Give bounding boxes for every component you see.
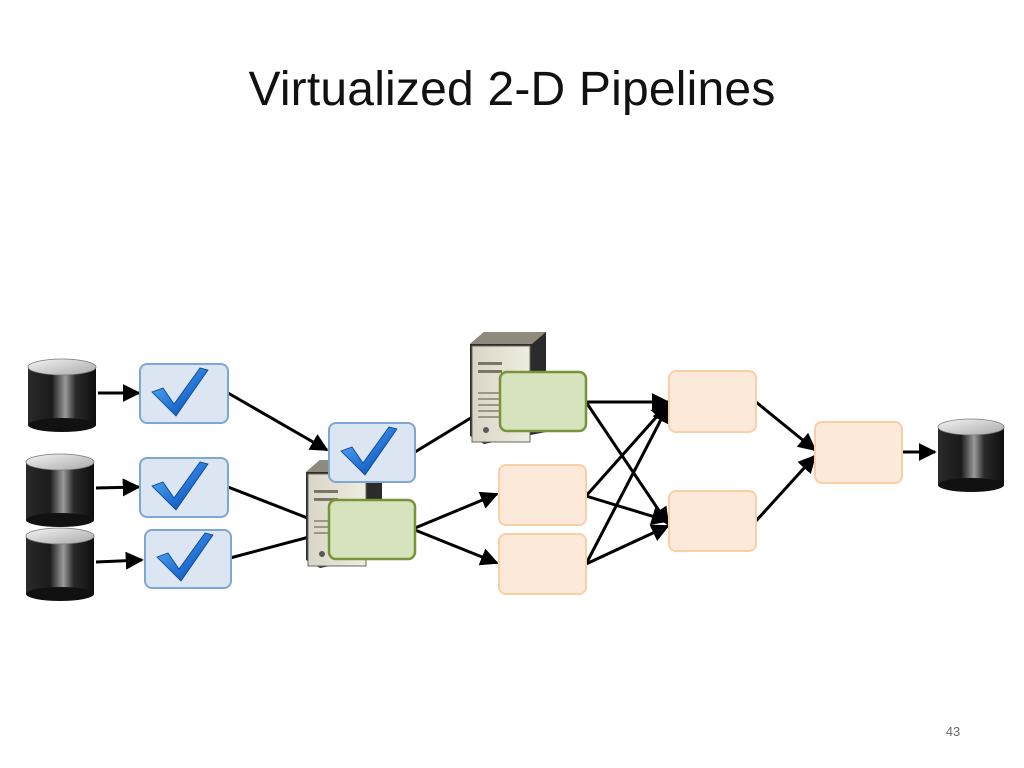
pending-stage-box: [498, 464, 587, 526]
database-cylinder-icon: [27, 358, 97, 432]
slide-title: Virtualized 2-D Pipelines: [248, 63, 776, 116]
pending-stage-box: [498, 533, 587, 595]
database-cylinder-icon: [25, 453, 95, 527]
validated-stage-box: [139, 363, 229, 424]
database-cylinder-icon: [937, 418, 1005, 492]
checkmark-icon: [340, 426, 398, 476]
arrow-compute-mid-to-pending-b: [414, 528, 499, 566]
checkmark-icon: [156, 532, 214, 582]
pending-stage-box: [668, 490, 757, 552]
page-number: 43: [945, 724, 961, 739]
arrow-pending-b-to-pending-c: [584, 404, 670, 565]
connector-arrows: [95, 384, 937, 570]
pending-stage-box: [668, 370, 757, 433]
checkmark-icon: [151, 461, 209, 511]
validated-stage-box: [139, 457, 229, 518]
compute-stage-box: [327, 498, 417, 561]
arrow-compute-top-to-pending-d: [584, 401, 670, 526]
arrow-pending-c-to-pending-e: [755, 400, 817, 452]
arrow-db3-to-check3: [95, 551, 144, 570]
compute-stage-box: [498, 370, 588, 433]
arrow-pending-b-to-pending-d: [585, 524, 670, 566]
checkmark-icon: [151, 367, 209, 417]
arrow-compute-mid-to-pending-a: [414, 491, 499, 530]
arrow-db2-to-check2: [95, 478, 141, 497]
arrow-check1-to-check-mid: [227, 391, 329, 452]
arrow-pending-d-to-pending-e: [754, 454, 817, 523]
arrow-pending-a-to-pending-d: [585, 494, 670, 525]
pending-stage-box: [814, 421, 903, 484]
database-cylinder-icon: [25, 527, 95, 601]
validated-stage-box: [144, 529, 232, 589]
validated-stage-box: [328, 422, 416, 483]
